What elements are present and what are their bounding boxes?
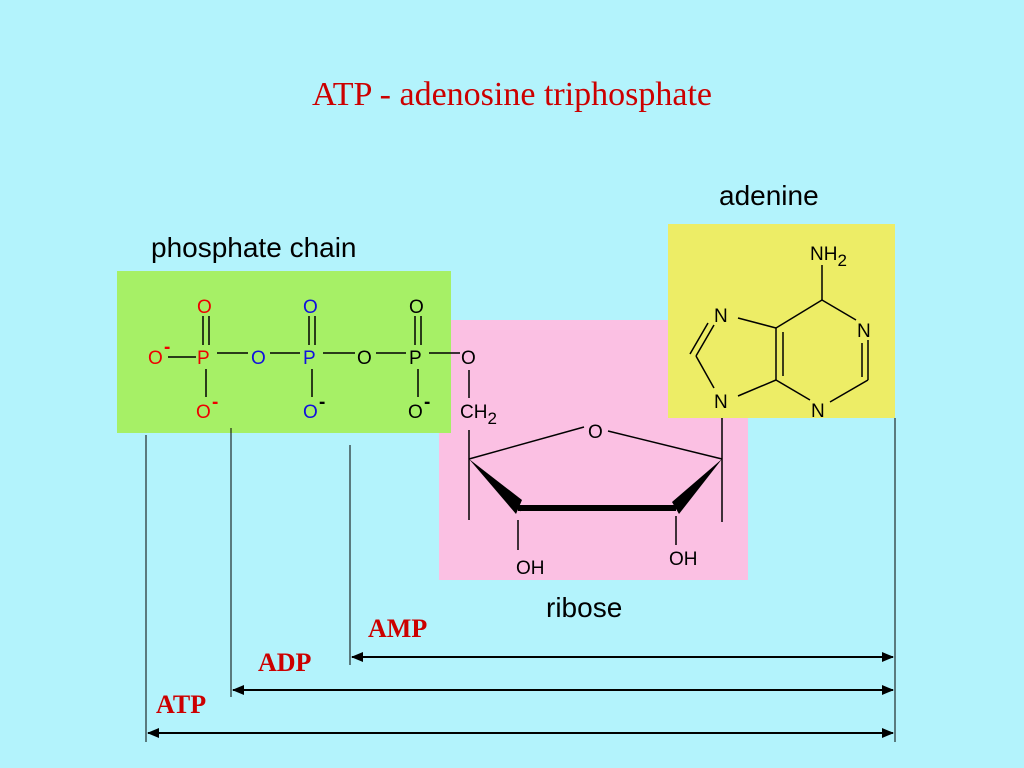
ch2-subscript: 2	[487, 409, 496, 428]
phosphate-bonds	[168, 316, 470, 398]
p-beta: P	[303, 348, 316, 369]
nh2-text: NH	[810, 244, 837, 265]
o-minus-2: O	[303, 402, 318, 423]
o-double-1: O	[197, 297, 212, 318]
ribose-wedge-right	[672, 459, 722, 514]
phosphate-atoms: O O O O - P O P O P O O - O - O - CH2	[148, 297, 497, 428]
amp-label: AMP	[368, 614, 428, 643]
minus-sign: -	[164, 337, 170, 358]
nh2-subscript: 2	[837, 251, 846, 270]
o-minus-1: O	[196, 402, 211, 423]
page-title: ATP - adenosine triphosphate	[311, 76, 713, 113]
ch2-group: CH2	[460, 402, 497, 428]
adp-label: ADP	[258, 648, 312, 677]
adenine-n3: N	[811, 401, 825, 422]
range-vertical-lines	[145, 418, 896, 742]
adenine-n7: N	[714, 306, 728, 327]
ribose-label: ribose	[546, 592, 623, 623]
ribose-wedge-left-body	[469, 459, 522, 514]
adenine-bonds	[689, 265, 869, 403]
p-alpha: P	[409, 348, 422, 369]
o-minus-terminal: O	[148, 348, 163, 369]
minus-sign: -	[424, 392, 430, 413]
adenine-n9: N	[714, 392, 728, 413]
atp-label: ATP	[156, 690, 207, 719]
phosphate-chain-box	[117, 271, 451, 433]
o-minus-3: O	[408, 402, 423, 423]
minus-sign: -	[212, 392, 218, 413]
p-gamma: P	[197, 348, 210, 369]
range-arrows	[147, 652, 894, 738]
ribose-oh-left: OH	[516, 558, 545, 579]
o-bridge-2: O	[357, 348, 372, 369]
o-bridge-1: O	[251, 348, 266, 369]
adenine-label: adenine	[719, 180, 819, 211]
o-bridge-3: O	[461, 348, 476, 369]
o-double-3: O	[409, 297, 424, 318]
ribose-ring-oxygen: O	[588, 422, 603, 443]
adenine-n1: N	[857, 321, 871, 342]
nh2-group: NH2	[810, 244, 847, 270]
ribose-ring	[468, 418, 723, 550]
minus-sign: -	[319, 392, 325, 413]
o-double-2: O	[303, 297, 318, 318]
ribose-oh-right: OH	[669, 549, 698, 570]
ch2-text: CH	[460, 402, 487, 423]
phosphate-chain-label: phosphate chain	[151, 232, 357, 263]
